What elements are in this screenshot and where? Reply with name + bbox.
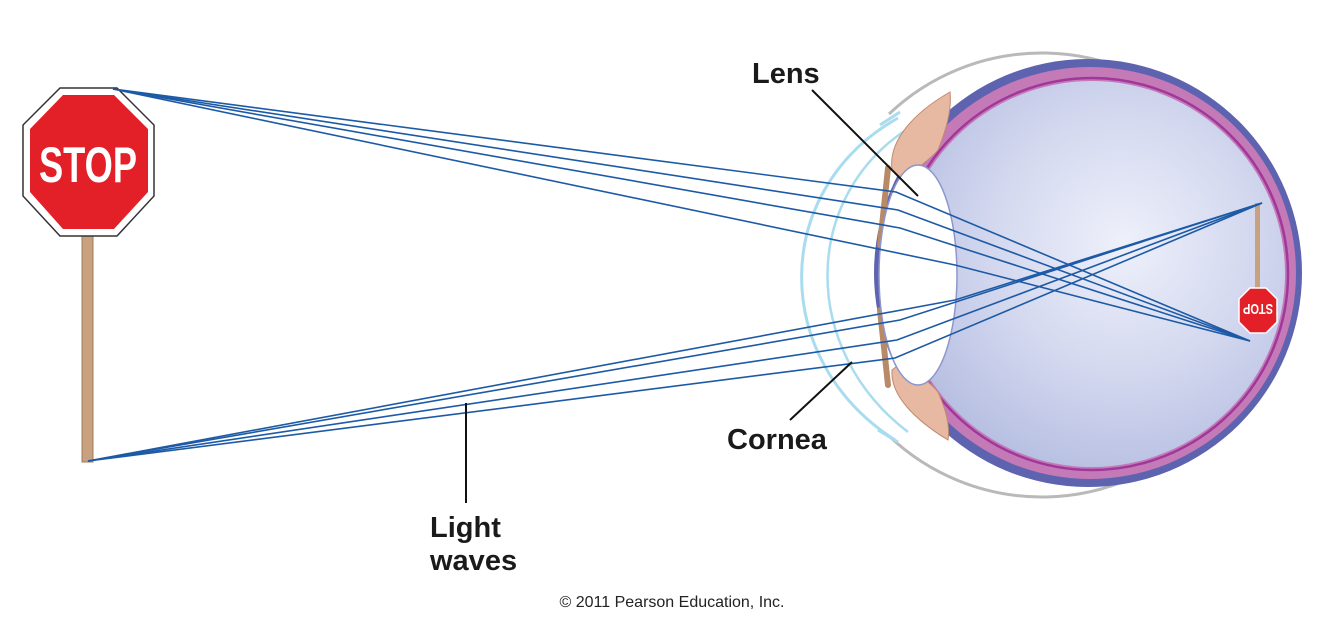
ray-bottom-2 <box>87 202 1263 462</box>
retinal-stop-sign <box>1238 287 1278 334</box>
cornea-leader-line <box>789 361 853 421</box>
ray-top-2 <box>112 88 1251 342</box>
retinal-image: STOP <box>1238 203 1278 334</box>
stop-sign: STOP <box>22 87 155 463</box>
cornea-inner <box>826 124 913 433</box>
lens-leader-line <box>811 89 919 197</box>
retinal-stop-text: STOP <box>1243 300 1273 317</box>
ray-top-3 <box>112 88 1251 342</box>
retinal-image-pole <box>1255 203 1260 293</box>
stop-sign-text: STOP <box>39 137 137 193</box>
lens-label: Lens <box>752 58 820 90</box>
ray-top-1 <box>112 88 1251 342</box>
ray-bottom-4 <box>87 202 1263 462</box>
light-rays <box>87 88 1263 462</box>
light-waves-label-line1: Light <box>430 512 501 544</box>
cornea-label: Cornea <box>727 424 827 456</box>
eye: STOP <box>800 51 1302 499</box>
cornea-rim <box>877 110 901 444</box>
light-waves-label: Light waves <box>430 512 517 578</box>
light-waves-label-line2: waves <box>430 545 518 577</box>
stop-sign-face <box>30 95 148 229</box>
sign-pole <box>81 231 94 463</box>
ray-top-4 <box>112 88 1251 342</box>
cornea-outer <box>800 116 899 442</box>
lens <box>878 164 958 386</box>
ray-bottom-3 <box>87 202 1263 462</box>
copyright-notice: © 2011 Pearson Education, Inc. <box>559 594 785 611</box>
